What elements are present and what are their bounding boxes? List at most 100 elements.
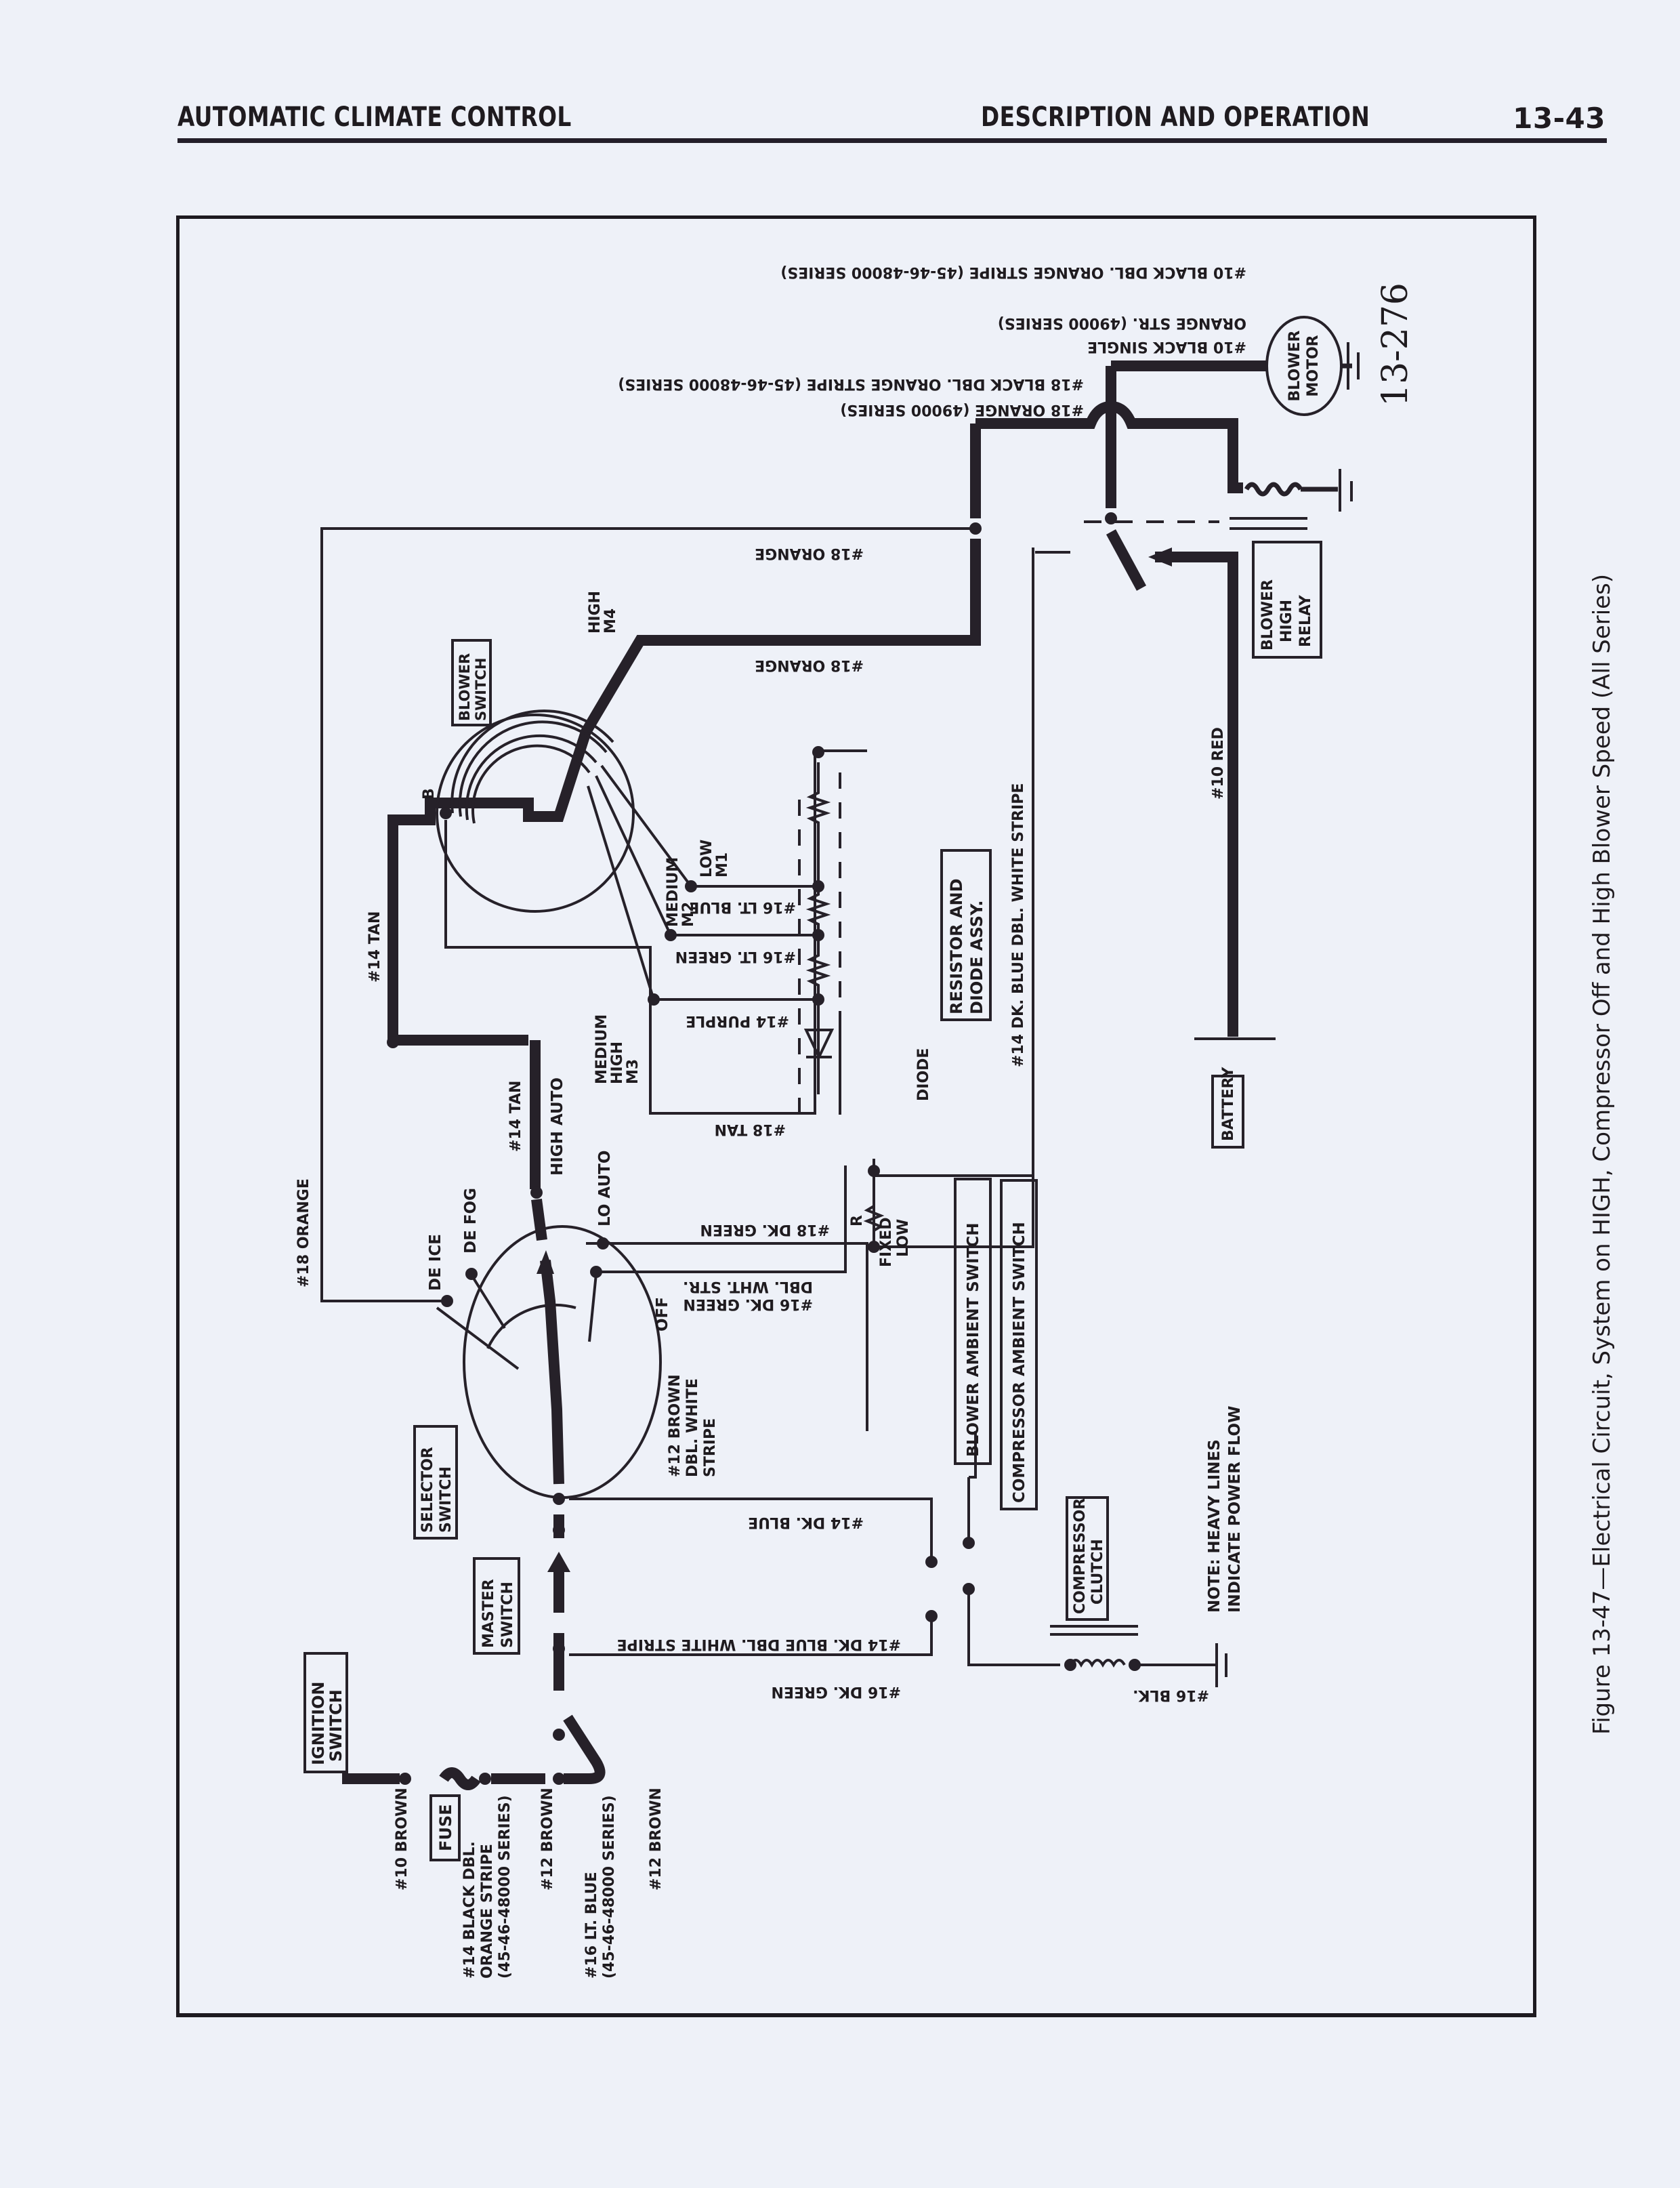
blower-ambient-switch-label: BLOWER AMBIENT SWITCH — [965, 1223, 982, 1457]
fuse-label: FUSE — [436, 1804, 455, 1851]
wire-14-tan-b: #14 TAN — [507, 1081, 524, 1152]
position-lo-auto: LO AUTO — [596, 1151, 614, 1226]
wire-16-dk-green-dbl-1: #16 DK. GREEN — [683, 1296, 813, 1313]
wire-14-black-3: (45-46-48000 SERIES) — [497, 1795, 513, 1979]
wire-12-brown-dbl-1: #12 BROWN — [667, 1374, 684, 1477]
figure-frame — [176, 215, 1536, 2017]
wire-18-orange-top1: #18 ORANGE — [755, 545, 864, 562]
resistor-diode-label-1: RESISTOR AND — [947, 878, 966, 1014]
header-rule — [177, 138, 1607, 143]
wire-10-brown: #10 BROWN — [394, 1788, 411, 1891]
wire-18-black-dbl: #18 BLACK DBL. ORANGE STRIPE (45-46-4800… — [618, 375, 1084, 392]
master-switch-label-2: SWITCH — [499, 1582, 516, 1648]
compressor-ambient-switch-box — [1000, 1179, 1038, 1510]
blower-motor-label-2: MOTOR — [1305, 335, 1322, 396]
relay-label-3: RELAY — [1297, 594, 1314, 647]
diode-label: DIODE — [915, 1048, 932, 1101]
wire-14-dk-blue: #14 DK. BLUE — [748, 1514, 864, 1531]
compressor-clutch-label-1: COMPRESSOR — [1072, 1498, 1089, 1614]
relay-label-1: BLOWER — [1259, 579, 1276, 651]
wire-10-red: #10 RED — [1210, 727, 1227, 800]
section-title: AUTOMATIC CLIMATE CONTROL — [177, 102, 572, 133]
resistor-r-label: R — [849, 1215, 866, 1226]
wire-18-orange-left: #18 ORANGE — [295, 1178, 312, 1287]
resistor-diode-label-2: DIODE ASSY. — [967, 900, 986, 1014]
ignition-switch-label-2: SWITCH — [327, 1689, 345, 1762]
wire-16-lt-blue-1: #16 LT. BLUE — [583, 1872, 600, 1979]
low-label: LOW — [698, 840, 715, 878]
medium-high-label-2: HIGH — [609, 1041, 626, 1084]
wire-16-dk-green: #16 DK. GREEN — [771, 1683, 901, 1700]
wire-14-black-2: ORANGE STRIPE — [479, 1844, 496, 1979]
battery-label: BATTERY — [1220, 1067, 1237, 1141]
fixed-label: FIXED — [878, 1218, 895, 1267]
resistor-network — [654, 762, 885, 1243]
blower-switch-label-1: BLOWER — [457, 653, 473, 721]
wire-14-purple: #14 PURPLE — [686, 1012, 789, 1029]
relay-label-2: HIGH — [1278, 600, 1295, 642]
wire-18-dk-green: #18 DK. GREEN — [700, 1221, 830, 1238]
blower-switch-box — [451, 639, 492, 726]
resistor-diode-box — [940, 849, 992, 1021]
medium-high-label-1: MEDIUM — [593, 1014, 610, 1084]
wire-14-dk-blue-dbl: #14 DK. BLUE DBL. WHITE STRIPE — [617, 1636, 901, 1653]
high-label: HIGH — [587, 591, 604, 634]
position-de-ice: DE ICE — [427, 1234, 444, 1291]
selector-switch-label-2: SWITCH — [438, 1466, 455, 1533]
wire-16-lt-blue-2: (45-46-48000 SERIES) — [601, 1795, 618, 1979]
wire-16-lt-blue-res: #16 LT. BLUE — [689, 899, 796, 915]
figure-number: 13-276 — [1375, 283, 1416, 407]
wire-12-brown-b: #12 BROWN — [648, 1788, 665, 1891]
wire-18-orange-49000: #18 ORANGE (49000 SERIES) — [840, 401, 1084, 418]
m3-label: M3 — [625, 1059, 642, 1084]
fuse-box — [429, 1794, 461, 1861]
power-flow-path — [342, 360, 1352, 1790]
wire-12-brown-a: #12 BROWN — [539, 1788, 556, 1891]
wire-18-orange-top2: #18 ORANGE — [755, 657, 864, 674]
blower-switch-label-2: SWITCH — [473, 658, 489, 721]
wire-10-black-dbl: #10 BLACK DBL. ORANGE STRIPE (45-46-4800… — [780, 264, 1246, 281]
ground-icon — [1215, 342, 1360, 1687]
battery-box — [1211, 1075, 1244, 1149]
compressor-ambient-switch-label: COMPRESSOR AMBIENT SWITCH — [1011, 1222, 1028, 1503]
relay-coil — [1084, 482, 1338, 530]
compressor-clutch-box — [1066, 1496, 1109, 1621]
master-switch-box — [473, 1557, 520, 1655]
blower-ambient-switch-box — [954, 1178, 992, 1465]
note-line-1: NOTE: HEAVY LINES — [1206, 1439, 1223, 1613]
blower-high-relay-box — [1252, 541, 1322, 659]
ignition-switch-label-1: IGNITION — [309, 1682, 328, 1765]
wire-12-brown-dbl-3: STRIPE — [702, 1418, 719, 1477]
wire-18-tan: #18 TAN — [715, 1121, 786, 1138]
wire-14-black-1: #14 BLACK DBL. — [461, 1841, 478, 1979]
wire-orange-str-49000: ORANGE STR. (49000 SERIES) — [998, 314, 1246, 331]
wire-10-black-single: #10 BLACK SINGLE — [1087, 338, 1246, 355]
position-off: OFF — [654, 1297, 671, 1332]
m1-label: M1 — [714, 852, 731, 878]
wire-14-tan-a: #14 TAN — [366, 911, 383, 983]
note-line-2: INDICATE POWER FLOW — [1226, 1406, 1244, 1613]
m4-label: M4 — [602, 608, 619, 634]
ignition-switch-box — [303, 1652, 348, 1773]
junctions — [387, 512, 1141, 1785]
clutch-coil — [1050, 1625, 1138, 1668]
wire-12-brown-dbl-2: DBL. WHITE — [684, 1378, 701, 1477]
master-switch-label-1: MASTER — [480, 1579, 497, 1648]
blower-motor-label-1: BLOWER — [1286, 330, 1303, 401]
figure-caption: Figure 13-47—Electrical Circuit, System … — [1589, 573, 1616, 1735]
m2-label: M2 — [680, 902, 697, 927]
wire-16-dk-green-dbl-2: DBL. WHT. STR. — [683, 1278, 813, 1295]
position-high-auto: HIGH AUTO — [549, 1077, 566, 1176]
medium-label: MEDIUM — [665, 857, 681, 927]
selector-switch-box — [413, 1425, 458, 1540]
wire-16-lt-green: #16 LT. GREEN — [675, 948, 796, 965]
selector-switch-label-1: SELECTOR — [419, 1447, 436, 1533]
terminal-b: B — [421, 788, 438, 800]
chapter-title: DESCRIPTION AND OPERATION — [980, 102, 1370, 133]
page-number: 13-43 — [1513, 102, 1605, 135]
low-fixed-label: LOW — [895, 1219, 912, 1257]
position-de-fog: DE FOG — [462, 1188, 480, 1254]
wire-14-dk-blue-dbl-vert: #14 DK. BLUE DBL. WHITE STRIPE — [1010, 783, 1027, 1067]
compressor-clutch-label-2: CLUTCH — [1089, 1539, 1106, 1605]
